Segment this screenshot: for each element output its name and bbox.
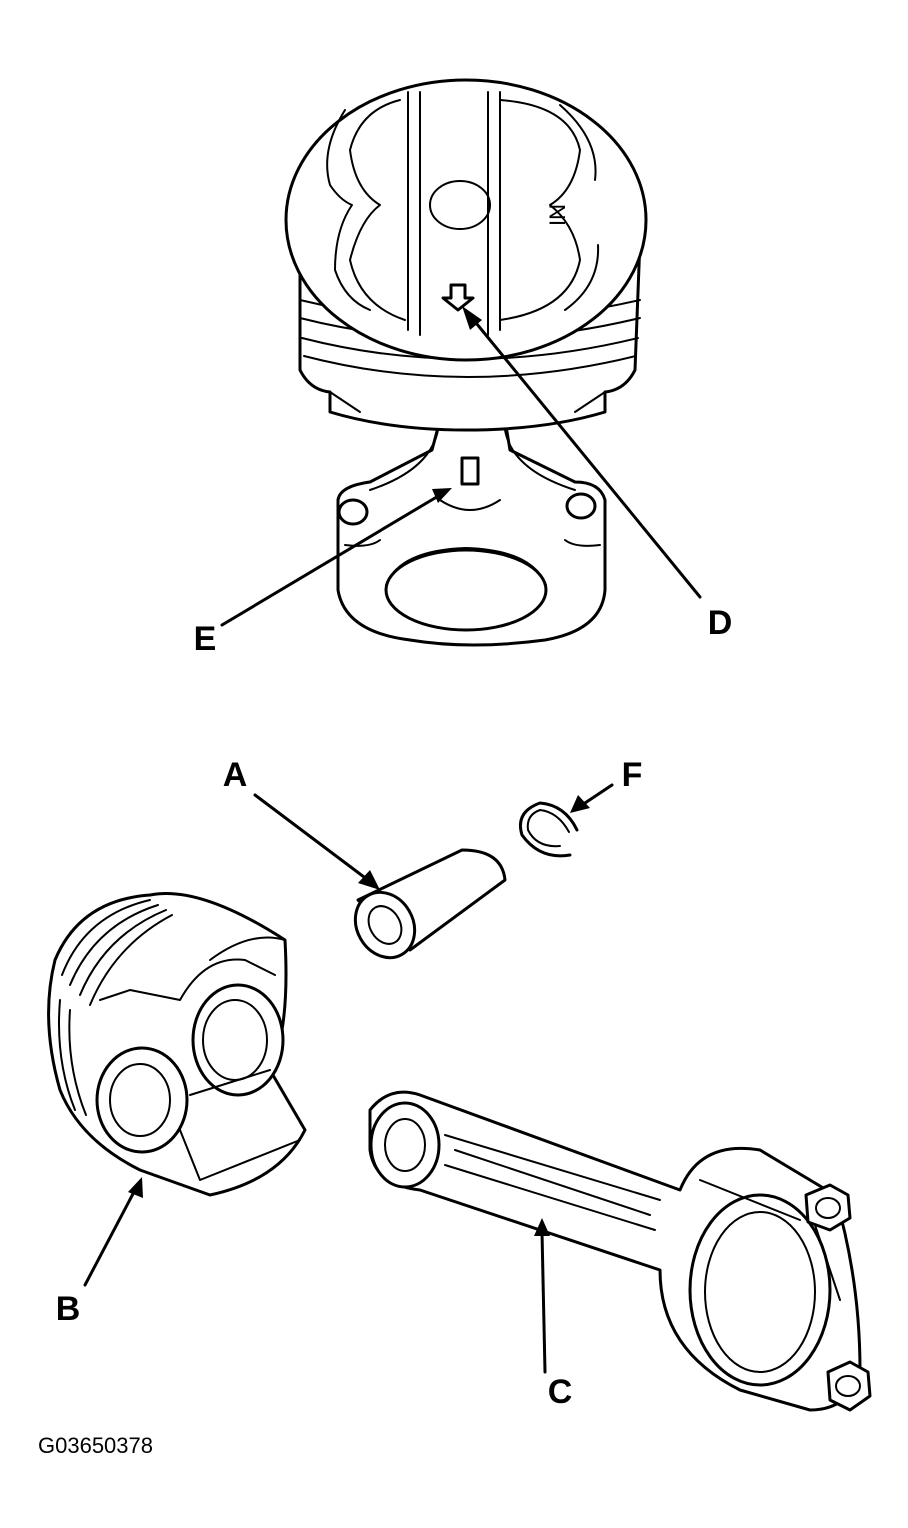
assembled-piston: IN <box>284 78 648 432</box>
piston-cutaway <box>47 891 307 1197</box>
connecting-rod <box>368 1090 872 1412</box>
callout-label-a: A <box>223 756 248 794</box>
crown-arrow-icon <box>441 283 475 312</box>
callout-label-b: B <box>56 1290 81 1328</box>
crown-in-mark: IN <box>545 204 570 226</box>
piston-pin <box>353 848 507 960</box>
rod-bolt-upper <box>804 1183 852 1232</box>
snap-ring <box>519 801 579 858</box>
leader-arrows <box>83 306 702 1374</box>
callout-label-f: F <box>622 756 643 794</box>
assembled-connecting-rod <box>336 418 607 647</box>
rod-bolt-lower <box>826 1360 872 1412</box>
figure-code: G03650378 <box>38 1433 153 1458</box>
callout-label-e: E <box>194 620 217 658</box>
assembled-piston-and-rod: IN <box>284 78 648 647</box>
callout-label-c: C <box>548 1373 573 1411</box>
callout-label-d: D <box>708 604 733 642</box>
